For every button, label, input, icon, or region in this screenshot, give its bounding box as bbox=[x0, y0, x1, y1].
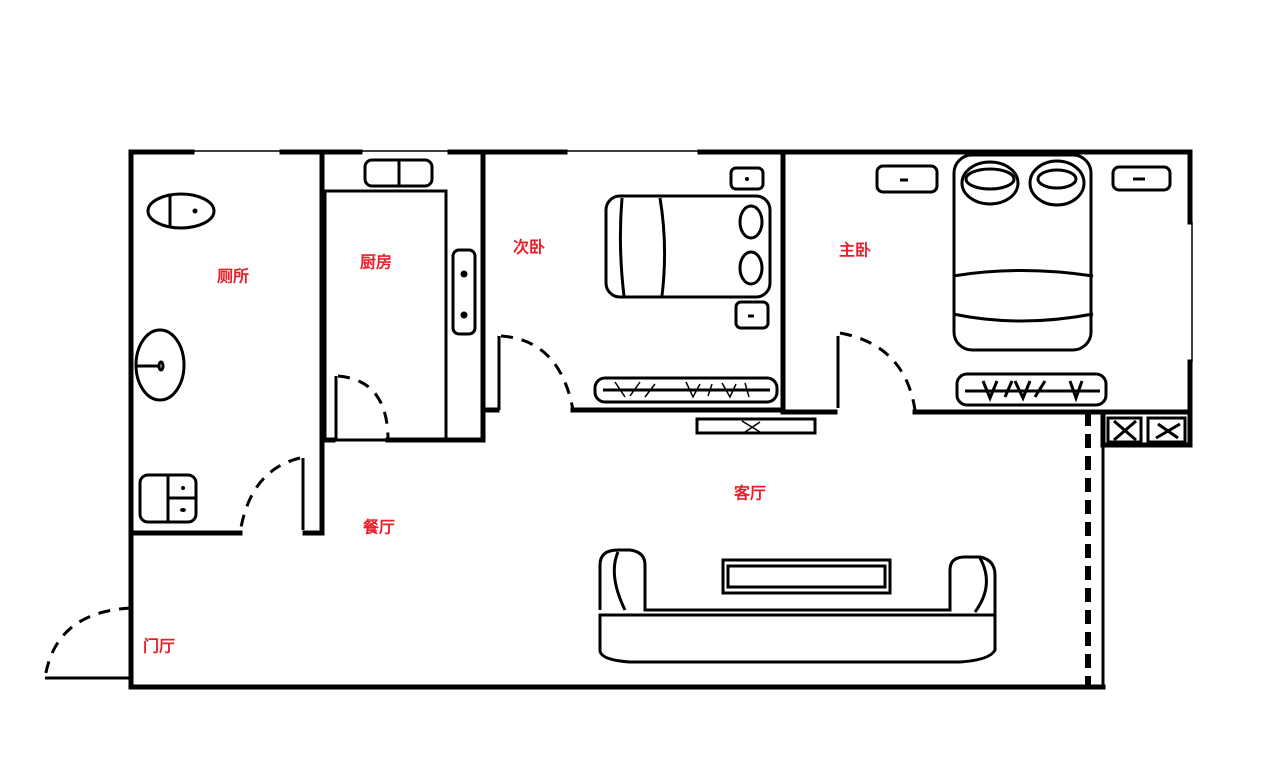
tv-stand-bedroom bbox=[695, 417, 817, 435]
label-kitchen: 厨房 bbox=[360, 253, 392, 272]
second-bed bbox=[604, 194, 772, 299]
stove bbox=[451, 248, 477, 336]
walls bbox=[128, 149, 1193, 690]
washbasin bbox=[134, 328, 186, 402]
label-master-bedroom: 主卧 bbox=[839, 241, 871, 260]
sofa bbox=[598, 548, 997, 664]
storage-boxes bbox=[1106, 416, 1187, 444]
label-entrance-hall: 门厅 bbox=[143, 637, 175, 656]
master-wardrobe bbox=[955, 372, 1108, 407]
master-bed bbox=[952, 153, 1094, 352]
doors bbox=[43, 331, 917, 680]
kitchen-sink bbox=[363, 158, 434, 188]
label-second-bedroom: 次卧 bbox=[513, 238, 545, 257]
second-wardrobe bbox=[593, 376, 779, 404]
furniture bbox=[134, 153, 1187, 664]
label-living-room: 客厅 bbox=[734, 484, 766, 503]
coffee-table bbox=[721, 558, 892, 595]
label-toilet: 厕所 bbox=[217, 267, 249, 286]
washing-machine bbox=[138, 473, 198, 524]
room-labels: 厕所 厨房 次卧 主卧 客厅 餐厅 门厅 bbox=[143, 238, 871, 656]
toilet-fixture bbox=[146, 192, 216, 230]
label-dining-room: 餐厅 bbox=[362, 518, 395, 537]
